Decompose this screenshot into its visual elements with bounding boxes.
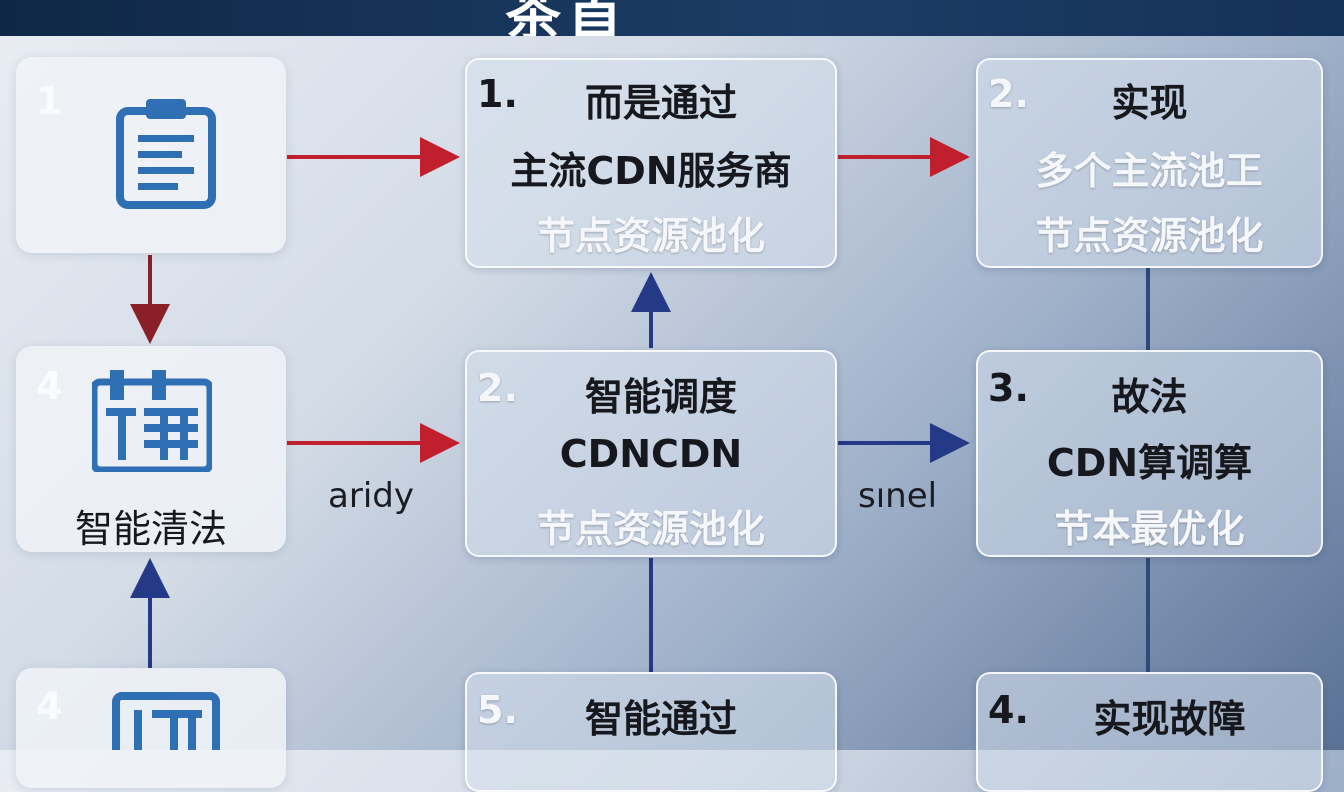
step-line-2: 主流CDN服务商 (510, 149, 792, 193)
step-line-2: CDN算调算 (1046, 441, 1253, 485)
step-card-6: 4. 实现故障 (976, 672, 1323, 792)
icon-card-number: 4 (36, 684, 63, 728)
connector-label-left: aridy (328, 476, 414, 516)
step-line-3: 节点资源池化 (536, 214, 765, 258)
page-title: 茶首 (505, 0, 629, 36)
icon-card-1: 1 (16, 57, 286, 253)
step-line-3: 节点资源池化 (1035, 214, 1264, 258)
step-card-3: 2. 智能调度 CDNCDN 节点资源池化 (465, 350, 837, 557)
chart-icon (112, 692, 220, 750)
step-number: 2. (988, 72, 1029, 116)
step-card-2: 2. 实现 多个主流池㠪 节点资源池化 (976, 58, 1323, 268)
step-number: 4. (988, 688, 1029, 732)
icon-card-number: 4 (36, 364, 63, 408)
step-line-1: 实现 (1111, 81, 1188, 125)
header-bar: 茶首 (0, 0, 1344, 36)
step-line-1: 而是通过 (584, 81, 737, 125)
icon-card-2: 4 智能清法 (16, 346, 286, 552)
connector-layer (130, 137, 1150, 672)
grid-chart-icon (92, 370, 212, 472)
step-line-3: 节点资源池化 (536, 507, 765, 551)
step-card-5: 5. 智能通过 (465, 672, 837, 792)
connector-label-right: sınel (858, 476, 938, 516)
step-number: 5. (477, 688, 518, 732)
step-number: 1. (477, 72, 518, 116)
step-line-1: 智能调度 (584, 375, 737, 419)
clipboard-icon (116, 99, 216, 209)
step-line-1: 智能通过 (584, 697, 737, 741)
icon-card-number: 1 (36, 79, 63, 123)
step-line-2: CDNCDN (559, 432, 743, 476)
step-card-4: 3. 故法 CDN算调算 节本最优化 (976, 350, 1323, 557)
step-line-3: 节本最优化 (1054, 507, 1245, 551)
step-card-1: 1. 而是通过 主流CDN服务商 节点资源池化 (465, 58, 837, 268)
step-line-1: 故法 (1111, 375, 1188, 419)
icon-card-3: 4 (16, 668, 286, 788)
step-number: 2. (477, 366, 518, 410)
icon-card-label: 智能清法 (74, 507, 227, 551)
step-number: 3. (988, 366, 1029, 410)
step-line-1: 实现故障 (1093, 697, 1246, 741)
step-line-2: 多个主流池㠪 (1035, 149, 1264, 193)
